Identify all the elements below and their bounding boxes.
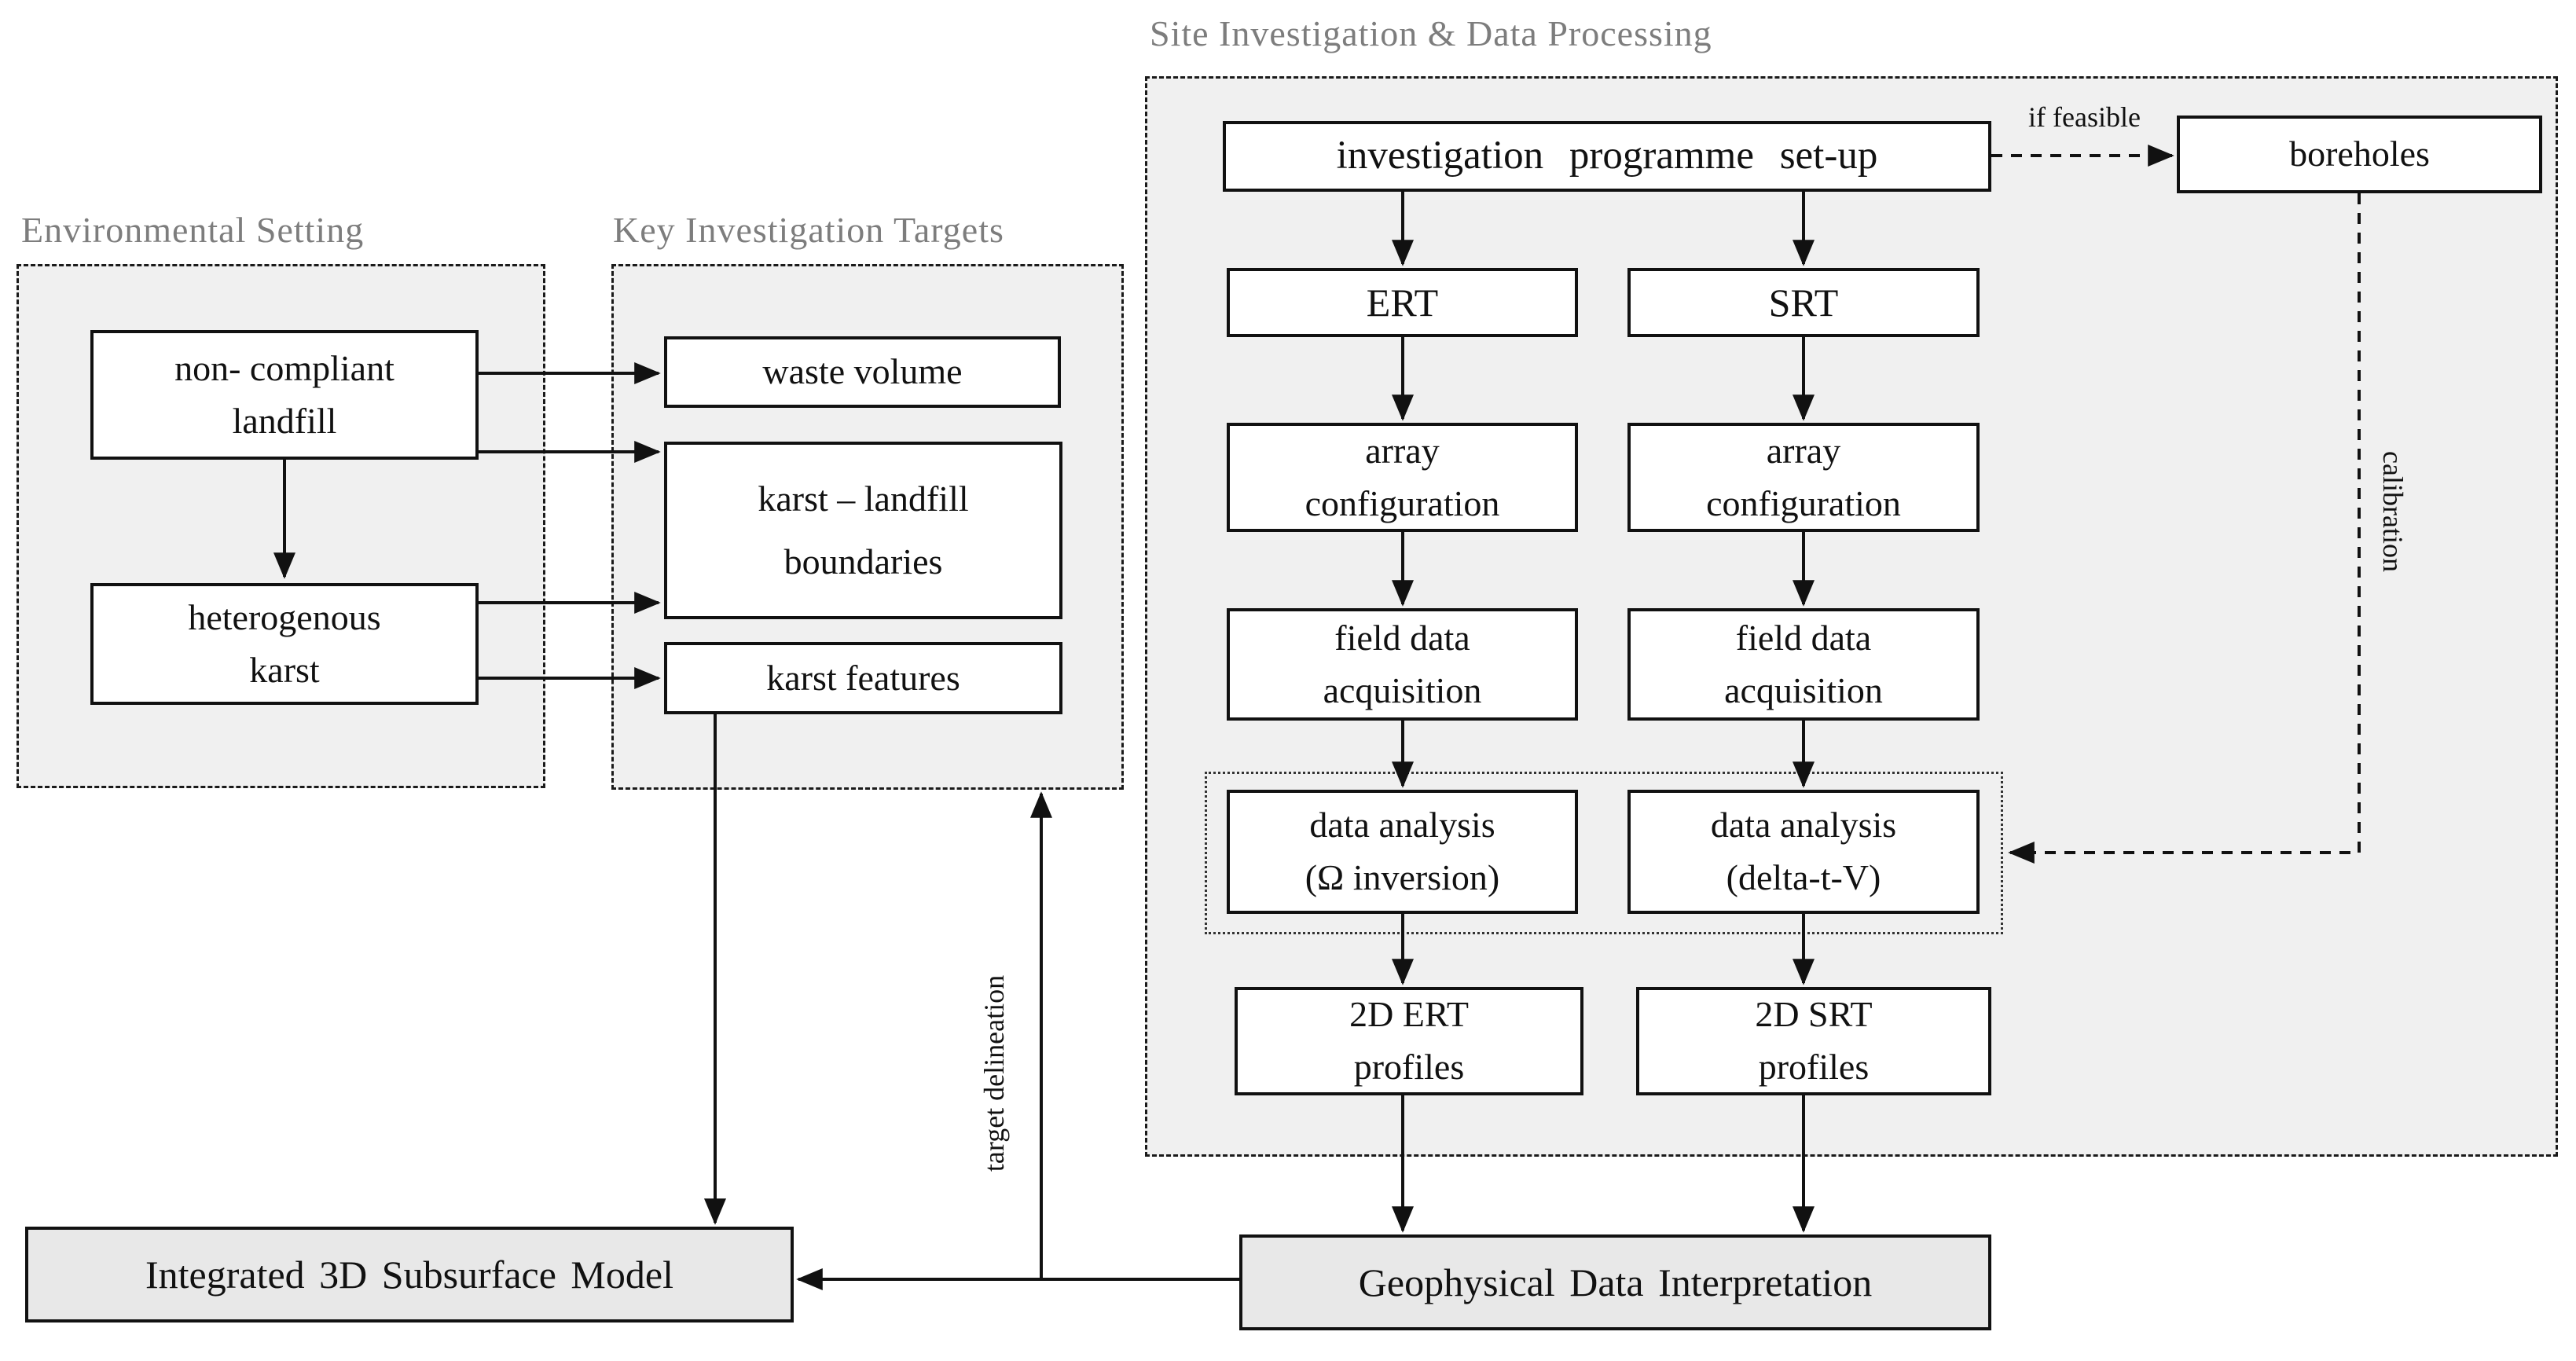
node-karst-landfill-boundaries: karst – landfill boundaries [664, 442, 1062, 619]
node-geophysical-data-interpretation: Geophysical Data Interpretation [1239, 1234, 1991, 1330]
node-array-configuration-srt: array configuration [1627, 423, 1980, 532]
node-data-analysis-ert: data analysis (Ω inversion) [1227, 790, 1578, 914]
node-integrated-3d-subsurface-model: Integrated 3D Subsurface Model [25, 1227, 794, 1322]
node-waste-volume: waste volume [664, 336, 1061, 408]
group-title-site-investigation: Site Investigation & Data Processing [1150, 13, 1712, 53]
node-srt: SRT [1627, 268, 1980, 337]
node-2d-ert-profiles: 2D ERT profiles [1235, 987, 1583, 1095]
node-investigation-programme: investigation programme set-up [1223, 121, 1991, 192]
node-karst-features: karst features [664, 642, 1062, 714]
node-2d-srt-profiles: 2D SRT profiles [1636, 987, 1991, 1095]
node-data-analysis-srt: data analysis (delta-t-V) [1627, 790, 1980, 914]
group-title-environmental-setting: Environmental Setting [21, 210, 365, 250]
edge-label-target-delineation: target delineation [978, 974, 1010, 1172]
edge-label-if-feasible: if feasible [2028, 101, 2141, 133]
node-field-data-acquisition-srt: field data acquisition [1627, 608, 1980, 721]
node-array-configuration-ert: array configuration [1227, 423, 1578, 532]
group-title-key-investigation-targets: Key Investigation Targets [613, 210, 1004, 250]
node-non-compliant-landfill: non- compliant landfill [90, 330, 479, 460]
node-field-data-acquisition-ert: field data acquisition [1227, 608, 1578, 721]
node-heterogenous-karst: heterogenous karst [90, 583, 479, 705]
edge-label-calibration: calibration [2377, 451, 2409, 572]
node-ert: ERT [1227, 268, 1578, 337]
node-boreholes: boreholes [2177, 116, 2542, 193]
data-analysis-dotted-frame [1205, 772, 2003, 934]
